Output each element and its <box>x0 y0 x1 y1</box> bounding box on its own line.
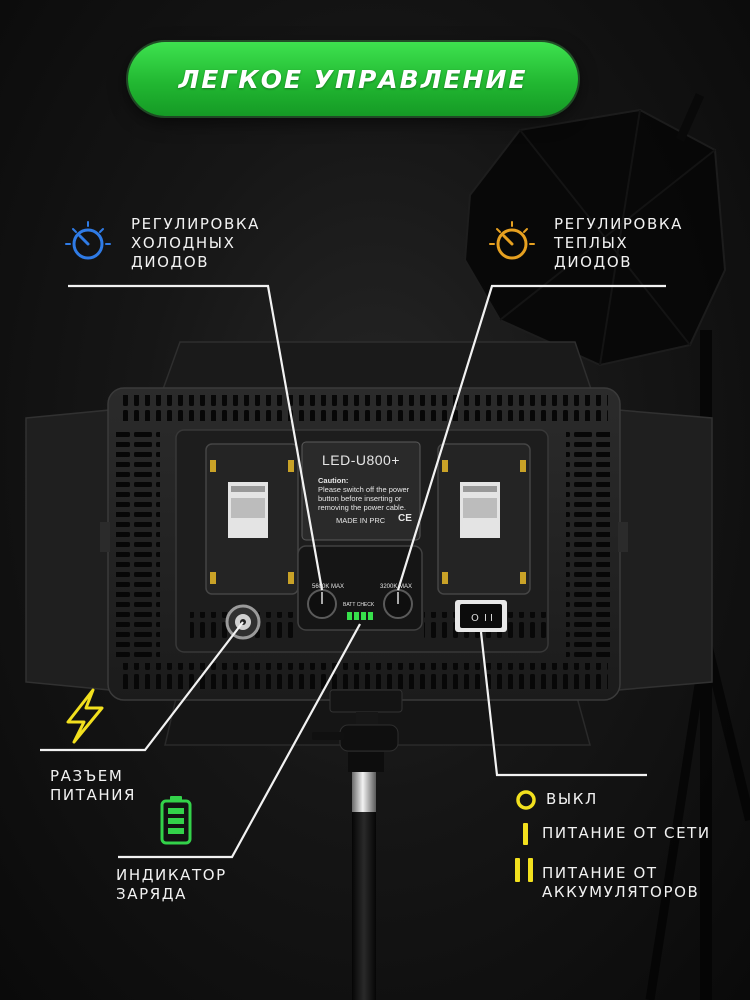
battery-plate-left <box>205 443 299 595</box>
warm-dial-scale: 3200K MAX <box>380 584 413 590</box>
legend-battery-symbol <box>515 858 533 882</box>
cold-dial-label: РЕГУЛИРОВКА ХОЛОДНЫХ ДИОДОВ <box>131 215 260 271</box>
legend-off-symbol <box>516 790 536 810</box>
made-in-label: MADE IN PRC <box>336 516 386 525</box>
legend-mains-symbol <box>523 823 528 845</box>
svg-text:O: O <box>471 613 479 624</box>
warm-dial-icon <box>489 221 535 260</box>
power-jack-leader <box>40 621 244 752</box>
battery-check-leds <box>347 612 373 620</box>
callout-lines <box>40 284 666 859</box>
battery-icon <box>160 796 192 845</box>
legend-mains-label: ПИТАНИЕ ОТ СЕТИ <box>542 824 711 842</box>
warm-dial-label: РЕГУЛИРОВКА ТЕПЛЫХ ДИОДОВ <box>554 215 683 271</box>
header-banner: ЛЕГКОЕ УПРАВЛЕНИЕ <box>128 42 578 116</box>
ce-mark: CE <box>398 513 412 524</box>
caution-text: Caution: Please switch off the power but… <box>318 476 410 512</box>
charge-leader <box>118 623 361 859</box>
warm-dial-leader <box>396 284 666 591</box>
battery-plate-right <box>437 443 531 595</box>
svg-text:I: I <box>484 613 487 624</box>
model-label: LED-U800+ <box>321 452 401 468</box>
light-stand <box>312 689 403 1000</box>
page-title: ЛЕГКОЕ УПРАВЛЕНИЕ <box>178 64 528 94</box>
rocker-switch[interactable]: O I I <box>455 600 507 632</box>
legend-battery-label: ПИТАНИЕ ОТ АККУМУЛЯТОРОВ <box>542 864 700 901</box>
legend-off-label: ВЫКЛ <box>546 790 598 808</box>
svg-text:I: I <box>490 613 493 624</box>
cold-dial-icon <box>65 221 111 260</box>
info-plate <box>301 441 421 541</box>
lightning-icon <box>66 688 104 744</box>
power-jack-label: РАЗЪЕМ ПИТАНИЯ <box>50 767 137 804</box>
cold-dial-scale: 5600K MAX <box>312 584 345 590</box>
charge-indicator-label: ИНДИКАТОР ЗАРЯДА <box>116 866 227 903</box>
cold-dial-leader <box>68 284 324 591</box>
batt-check-label: BATT CHECK <box>343 602 375 608</box>
switch-leader <box>479 631 647 777</box>
